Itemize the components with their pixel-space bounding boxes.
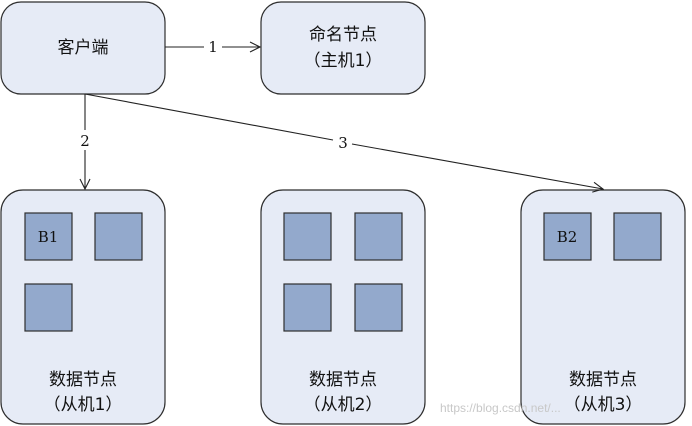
- data-node-2: 数据节点 （从机2）: [260, 189, 426, 425]
- edge-client-to-namenode: 1: [165, 38, 260, 56]
- edge-label-1: 1: [208, 38, 218, 56]
- data-block: [613, 212, 662, 261]
- data-block: [283, 212, 332, 261]
- name-node: 命名节点 （主机1）: [260, 1, 426, 95]
- data-node-3: B2 数据节点 （从机3）: [520, 189, 686, 425]
- data-node-1-title: 数据节点: [49, 370, 117, 390]
- watermark: https://blog.csdn.net/...: [440, 401, 561, 415]
- data-node-1: B1 数据节点 （从机1）: [0, 189, 166, 425]
- data-block: [283, 283, 332, 332]
- edge-label-2: 2: [80, 132, 90, 150]
- data-node-1-subtitle: （从机1）: [44, 395, 123, 415]
- data-block: [24, 283, 73, 332]
- edge-label-3: 3: [338, 134, 348, 152]
- edge-client-to-datanode1: 2: [80, 94, 90, 189]
- data-node-3-title: 数据节点: [569, 370, 637, 390]
- data-block: [354, 212, 403, 261]
- data-block: [354, 283, 403, 332]
- edge-client-to-datanode3: 3: [84, 93, 603, 189]
- block-label-b1: B1: [38, 228, 59, 246]
- block-label-b2: B2: [557, 228, 578, 246]
- name-node-subtitle: （主机1）: [304, 51, 383, 71]
- client-node: 客户端: [0, 1, 166, 95]
- client-label: 客户端: [58, 38, 109, 58]
- data-block: [94, 212, 143, 261]
- data-node-2-title: 数据节点: [309, 370, 377, 390]
- name-node-title: 命名节点: [309, 25, 377, 45]
- data-node-3-subtitle: （从机3）: [564, 395, 643, 415]
- data-block-b2: [543, 212, 592, 261]
- data-node-2-subtitle: （从机2）: [304, 395, 383, 415]
- data-block-b1: [24, 212, 73, 261]
